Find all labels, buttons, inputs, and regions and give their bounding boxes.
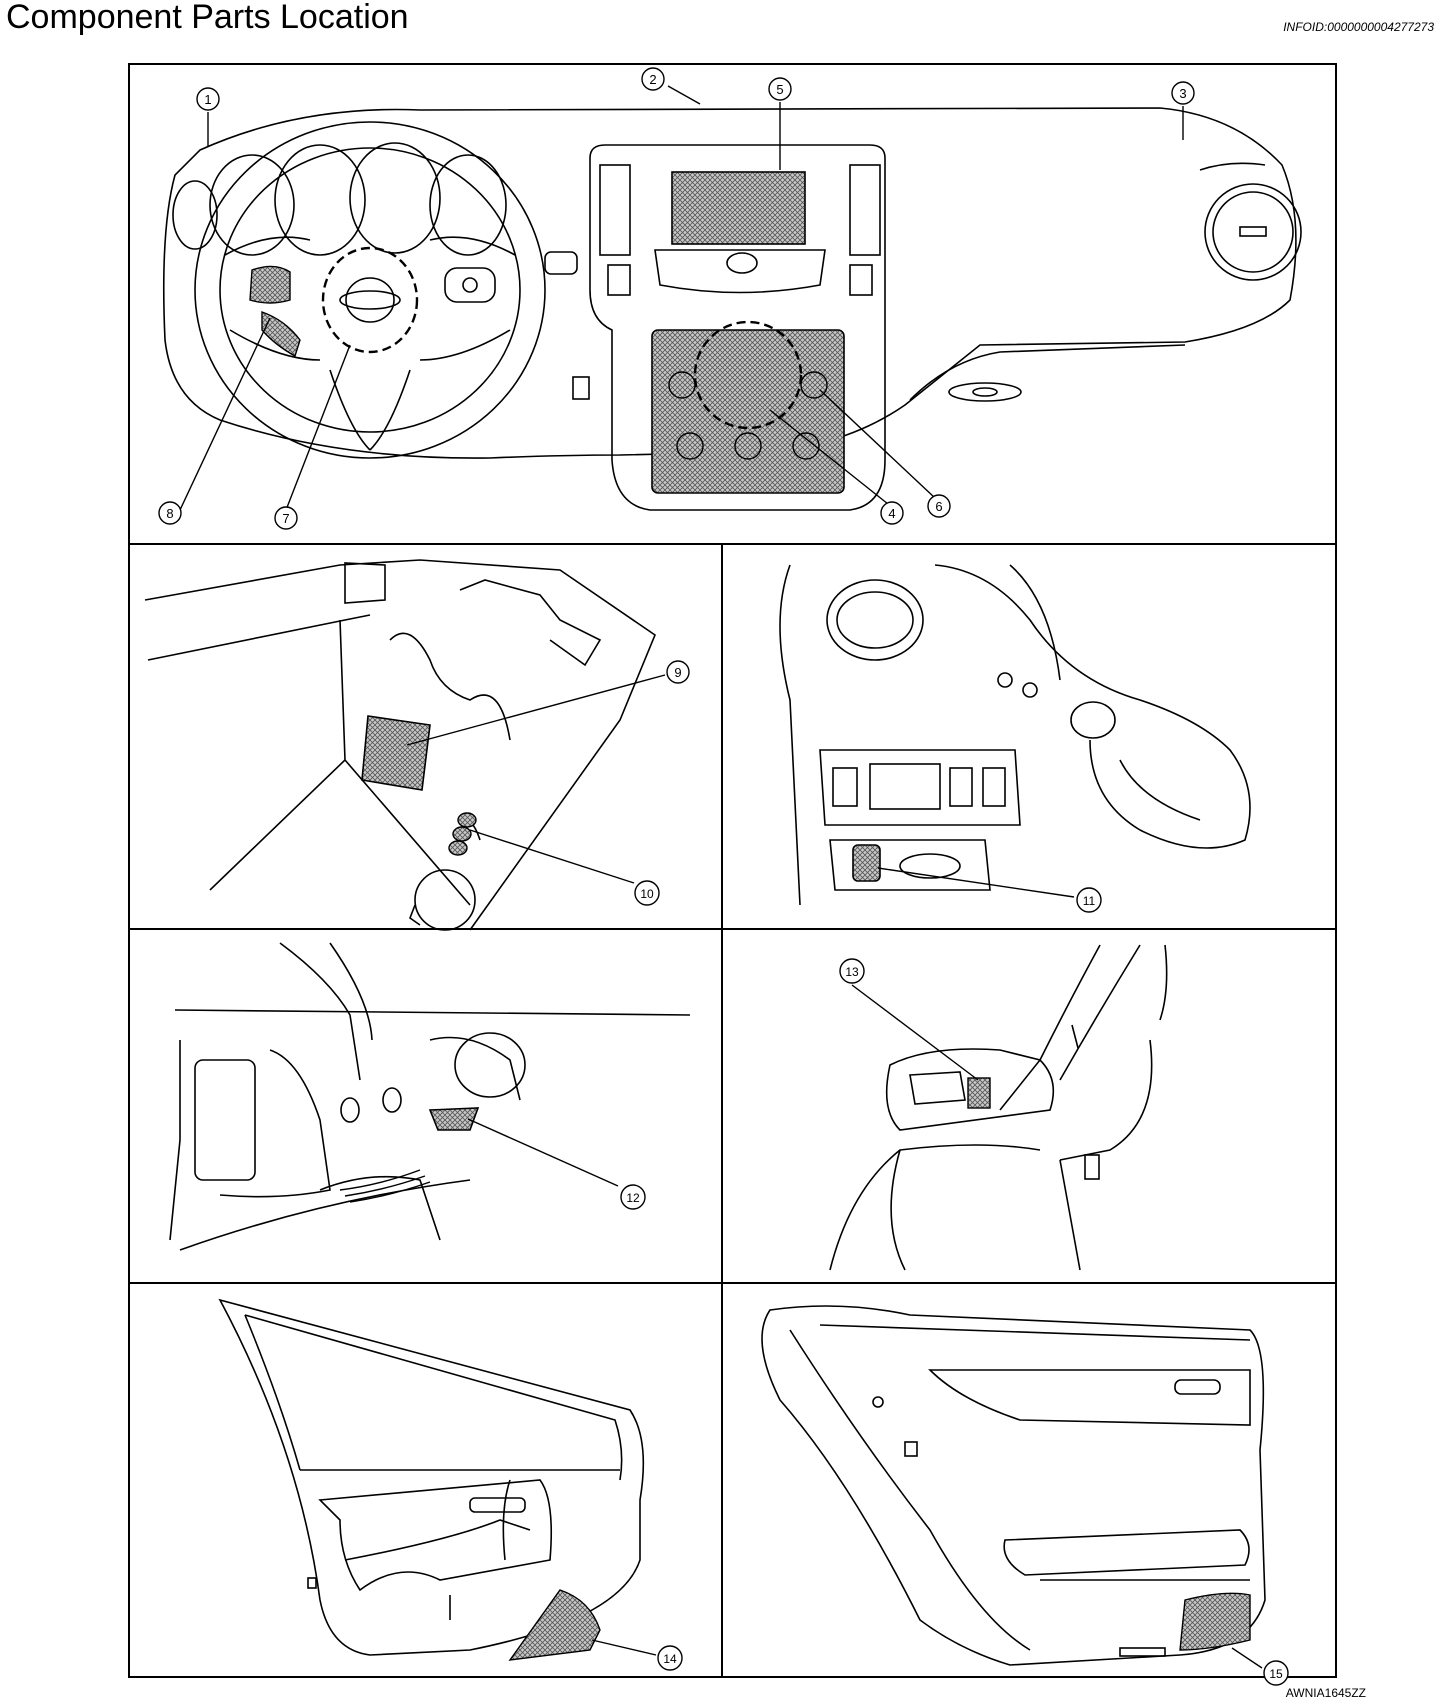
svg-text:5: 5 <box>776 82 783 97</box>
speaker-14 <box>508 1589 601 1661</box>
callout-labels: 1 2 3 4 5 6 7 8 9 10 11 12 13 14 15 <box>158 67 1289 1686</box>
speaker-15 <box>1179 1592 1251 1651</box>
instrument-panel-drawing <box>162 107 1302 511</box>
svg-text:10: 10 <box>640 887 654 901</box>
panel-rear-armrest <box>721 928 1337 1284</box>
sensor-9 <box>361 715 431 791</box>
svg-text:7: 7 <box>282 511 289 526</box>
switch-11 <box>852 844 881 882</box>
callout-15: 15 <box>1263 1660 1289 1686</box>
callout-7: 7 <box>274 506 298 530</box>
figure-id: AWNIA1645ZZ <box>1285 1686 1366 1700</box>
svg-text:8: 8 <box>166 506 173 521</box>
callout-8: 8 <box>158 501 182 525</box>
svg-text:13: 13 <box>845 965 859 979</box>
svg-text:3: 3 <box>1179 86 1186 101</box>
callout-1: 1 <box>196 87 220 111</box>
callout-6: 6 <box>927 494 951 518</box>
connector-12 <box>428 1107 480 1131</box>
callout-5: 5 <box>768 77 792 101</box>
callout-13: 13 <box>839 958 865 984</box>
callout-3: 3 <box>1171 81 1195 105</box>
svg-text:14: 14 <box>663 1652 677 1666</box>
display-unit <box>671 171 806 245</box>
callout-10: 10 <box>634 880 660 906</box>
av-control-unit <box>651 329 845 494</box>
svg-text:9: 9 <box>674 665 681 680</box>
svg-text:1: 1 <box>204 92 211 107</box>
panel-under-dash <box>128 928 723 1284</box>
page-title: Component Parts Location <box>6 0 409 36</box>
callout-2: 2 <box>641 67 665 91</box>
svg-text:6: 6 <box>935 499 942 514</box>
callout-14: 14 <box>657 1645 683 1671</box>
callout-4: 4 <box>880 501 904 525</box>
svg-text:2: 2 <box>649 72 656 87</box>
callout-12: 12 <box>620 1184 646 1210</box>
switch-13 <box>967 1077 991 1109</box>
svg-text:15: 15 <box>1269 1667 1283 1681</box>
info-id: INFOID:0000000004277273 <box>1283 20 1434 34</box>
callout-11: 11 <box>1076 887 1102 913</box>
panel-console-switch <box>721 543 1337 930</box>
svg-text:11: 11 <box>1083 894 1096 908</box>
svg-text:12: 12 <box>626 1191 640 1205</box>
callout-9: 9 <box>666 660 690 684</box>
panel-rear-door <box>721 1282 1337 1678</box>
svg-text:4: 4 <box>888 506 895 521</box>
panel-front-door <box>128 1282 723 1678</box>
